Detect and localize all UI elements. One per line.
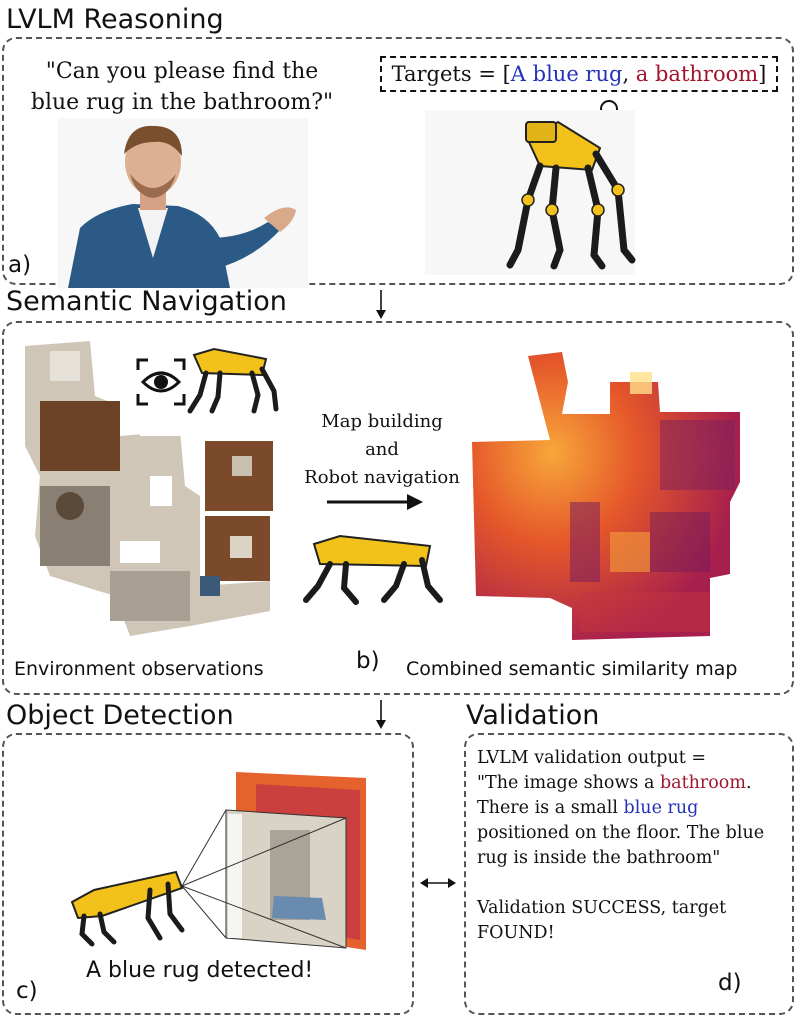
semantic-map-caption: Combined semantic similarity map — [406, 658, 738, 680]
validation-line-2-start: "The image shows a — [477, 773, 660, 793]
robot-dog-walking — [303, 534, 443, 605]
targets-separator: , — [622, 62, 636, 86]
user-quote-line-1: "Can you please find the — [45, 59, 319, 84]
environment-observations-map — [25, 341, 273, 636]
panel-a-box — [2, 37, 794, 285]
validation-line-3-start: There is a small — [477, 798, 624, 818]
panel-d-label: d) — [718, 970, 742, 996]
arrow-text-line-2: and — [365, 439, 399, 460]
targets-prefix: Targets = [ — [391, 62, 511, 86]
panel-c-box — [2, 733, 414, 1015]
panel-b-box — [2, 321, 794, 695]
arrow-text-line-3: Robot navigation — [304, 467, 460, 488]
validation-line-3: There is a small blue rug — [477, 796, 789, 821]
double-arrow-icon — [420, 878, 456, 888]
validation-line-6: Validation SUCCESS, target — [477, 898, 727, 918]
panel-d-box — [464, 733, 794, 1015]
arrow-text-line-1: Map building — [321, 411, 443, 432]
validation-bathroom: bathroom — [659, 773, 746, 793]
validation-line-2-end: . — [745, 773, 752, 793]
validation-line-1: LVLM validation output = — [477, 748, 707, 768]
panel-d-heading: Validation — [466, 700, 600, 731]
user-quote: "Can you please find the blue rug in the… — [22, 56, 342, 118]
map-building-text: Map building and Robot navigation — [292, 408, 472, 492]
robot-dog-observing — [187, 347, 279, 414]
detection-caption: A blue rug detected! — [86, 958, 314, 983]
validation-line-2: "The image shows a bathroom. — [477, 771, 789, 796]
panel-c-heading: Object Detection — [6, 700, 234, 731]
panel-b-heading: Semantic Navigation — [6, 286, 287, 317]
down-arrow-icon — [376, 290, 386, 319]
targets-box: Targets = [A blue rug, a bathroom] — [380, 56, 778, 92]
detection-view — [181, 772, 366, 950]
validation-line-4: positioned on the floor. The blue — [477, 823, 765, 843]
validation-blue-rug: blue rug — [623, 798, 699, 818]
validation-line-7: FOUND! — [477, 923, 555, 943]
panel-a-label: a) — [8, 252, 32, 278]
target-bathroom: a bathroom — [635, 62, 759, 86]
panel-b-label: b) — [356, 648, 380, 674]
robot-dog-detecting — [70, 870, 185, 947]
panel-c-label: c) — [16, 978, 38, 1004]
robot-dog-thinking — [425, 110, 636, 275]
person-illustration — [58, 118, 308, 288]
validation-output-text: LVLM validation output = "The image show… — [477, 746, 789, 946]
targets-suffix: ] — [758, 62, 767, 86]
user-quote-line-2: blue rug in the bathroom?" — [30, 90, 334, 115]
target-blue-rug: A blue rug — [510, 62, 623, 86]
semantic-similarity-map — [472, 352, 740, 640]
eye-icon — [136, 358, 186, 406]
right-arrow-icon — [327, 494, 423, 510]
down-arrow-icon — [376, 700, 386, 729]
validation-line-5: rug is inside the bathroom" — [477, 848, 721, 868]
environment-observations-caption: Environment observations — [14, 658, 264, 680]
panel-a-heading: LVLM Reasoning — [6, 4, 224, 35]
